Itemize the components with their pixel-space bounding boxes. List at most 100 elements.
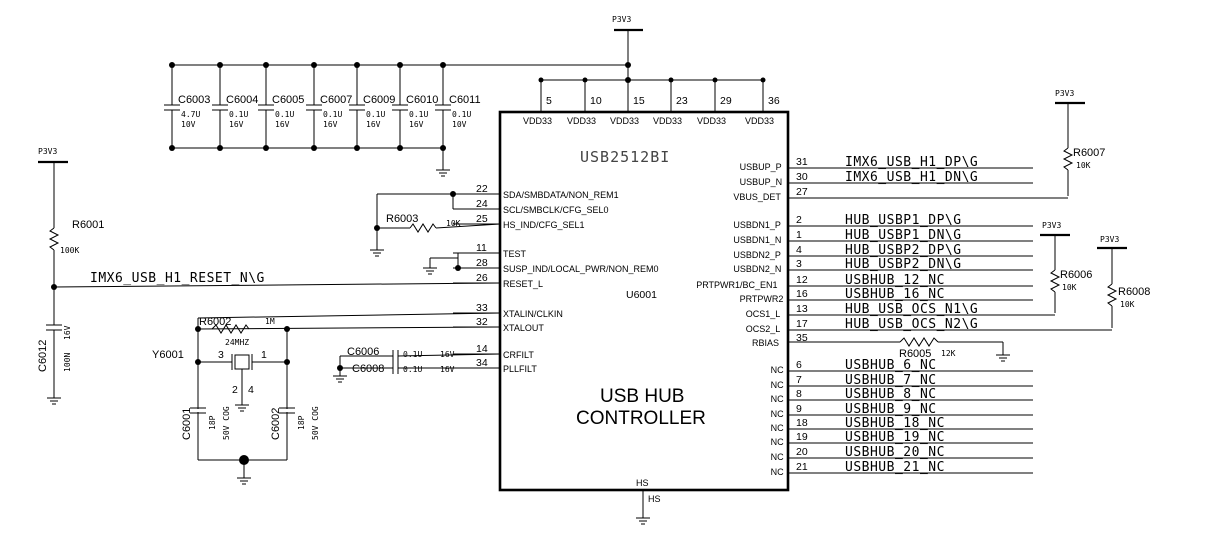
right-pin-name: NC — [771, 437, 784, 447]
vdd33-pin-number: 23 — [676, 95, 688, 107]
r6001-ref: R6001 — [72, 219, 104, 231]
decoupling-cap-ref: C6010 — [406, 94, 438, 106]
c6001-ref: C6001 — [181, 408, 193, 440]
junction-dot — [668, 77, 674, 83]
decoupling-cap-value: 4.7U — [181, 110, 200, 119]
right-net-label: IMX6_USB_H1_DN\G — [845, 170, 978, 185]
decoupling-cap-voltage: 16V — [275, 120, 290, 129]
decoupling-cap-value: 0.1U — [229, 110, 248, 119]
r6002-resistor — [211, 324, 250, 334]
junction-dot — [263, 145, 269, 151]
right-pin-number: 4 — [796, 244, 802, 256]
c6001-value: 18P — [208, 415, 217, 430]
c6012-value: 100N — [63, 353, 72, 372]
r6003-ref: R6003 — [386, 213, 418, 225]
chip-body — [498, 110, 790, 492]
decoupling-cap-value: 0.1U — [452, 110, 471, 119]
chip-refdes: U6001 — [626, 289, 657, 301]
c6002-rating: 50V COG — [311, 406, 320, 440]
right-pin-name: OCS2_L — [746, 324, 781, 334]
c6006-voltage: 16V — [440, 350, 455, 359]
right-net-label: USBHUB_9_NC — [845, 402, 937, 417]
r6005-ref: R6005 — [899, 348, 931, 360]
left-pin-name: XTALIN/CLKIN — [503, 309, 563, 319]
right-pin-number: 8 — [796, 388, 802, 400]
left-pin-name: CRFILT — [503, 350, 534, 360]
right-pin-name: NC — [771, 380, 784, 390]
chip-function-line2: CONTROLLER — [576, 408, 706, 429]
junction-dot — [263, 62, 269, 68]
right-net-label: USBHUB_21_NC — [845, 460, 945, 475]
c6008-ref: C6008 — [352, 363, 384, 375]
decoupling-cap-ref: C6005 — [272, 94, 304, 106]
junction-dot — [311, 145, 317, 151]
right-pin-name: USBDN1_P — [733, 220, 781, 230]
crystal-pin2: 2 — [232, 384, 238, 396]
decoupling-cap-ref: C6011 — [449, 94, 481, 106]
right-net-label: HUB_USBP2_DN\G — [845, 257, 962, 272]
c6001-rating: 50V COG — [222, 406, 231, 440]
vdd33-pin-number: 5 — [546, 95, 552, 107]
r6007-resistor — [1062, 147, 1074, 171]
left-pin-name: HS_IND/CFG_SEL1 — [503, 220, 585, 230]
right-pin-name: USBUP_P — [740, 162, 782, 172]
right-pin-name: PRTPWR2 — [740, 294, 784, 304]
right-pin-number: 35 — [796, 332, 808, 344]
right-pin-number: 12 — [796, 274, 808, 286]
right-pin-number: 13 — [796, 303, 808, 315]
junction-dot — [169, 145, 175, 151]
c6002-value: 18P — [297, 415, 306, 430]
right-pin-name: USBDN2_N — [733, 264, 781, 274]
crfilt-wire — [397, 353, 501, 357]
hs-net-label: HS — [648, 494, 661, 504]
r6001-resistor — [48, 227, 60, 251]
junction-dot — [760, 77, 766, 83]
decoupling-cap-group: C60034.7U10VC60040.1U16VC60050.1U16VC600… — [164, 62, 481, 151]
decoupling-cap-voltage: 16V — [366, 120, 381, 129]
r6006-resistor — [1049, 269, 1061, 293]
right-pin-name: NC — [771, 467, 784, 477]
right-pin-number: 6 — [796, 359, 802, 371]
decoupling-cap-voltage: 10V — [452, 120, 467, 129]
right-pin-number: 1 — [796, 229, 802, 241]
right-net-label: HUB_USBP1_DP\G — [845, 213, 962, 228]
right-pin-number: 7 — [796, 374, 802, 386]
c6006-value: 0.1U — [403, 350, 422, 359]
left-pin-name: SDA/SMBDATA/NON_REM1 — [503, 190, 619, 200]
right-net-label: IMX6_USB_H1_DP\G — [845, 155, 978, 170]
right-pin-number: 31 — [796, 156, 808, 168]
chip-part-number: USB2512BI — [580, 148, 670, 166]
r6003-resistor — [409, 223, 437, 233]
right-net-label: USBHUB_7_NC — [845, 373, 937, 388]
junction-dot — [397, 145, 403, 151]
right-net-label: USBHUB_20_NC — [845, 445, 945, 460]
decoupling-cap-ref: C6009 — [363, 94, 395, 106]
left-pin-number: 26 — [476, 272, 488, 284]
r6007-ref: R6007 — [1073, 147, 1105, 159]
vdd33-pin-name: VDD33 — [567, 116, 596, 126]
r6005-resistor — [899, 337, 939, 347]
vdd33-pin-name: VDD33 — [745, 116, 774, 126]
right-pin-name: USBUP_N — [740, 177, 783, 187]
p3v3-label-r6008: P3V3 — [1100, 235, 1119, 244]
right-pin-name: NC — [771, 394, 784, 404]
left-pin-number: 34 — [476, 357, 488, 369]
r6006-ref: R6006 — [1060, 269, 1092, 281]
left-pin-number: 11 — [476, 242, 487, 254]
decoupling-cap-value: 0.1U — [275, 110, 294, 119]
right-pin-name: NC — [771, 423, 784, 433]
right-pin-number: 18 — [796, 417, 808, 429]
right-net-label: USBHUB_6_NC — [845, 358, 937, 373]
reset-net-wire — [53, 282, 501, 288]
chip-function-line1: USB HUB — [600, 386, 684, 407]
junction-dot — [440, 62, 446, 68]
right-pin-number: 21 — [796, 461, 808, 473]
reset-net-label: IMX6_USB_H1_RESET_N\G — [90, 271, 265, 286]
junction-dot — [397, 62, 403, 68]
vdd33-pin-number: 10 — [590, 95, 602, 107]
left-pin-name: XTALOUT — [503, 323, 544, 333]
